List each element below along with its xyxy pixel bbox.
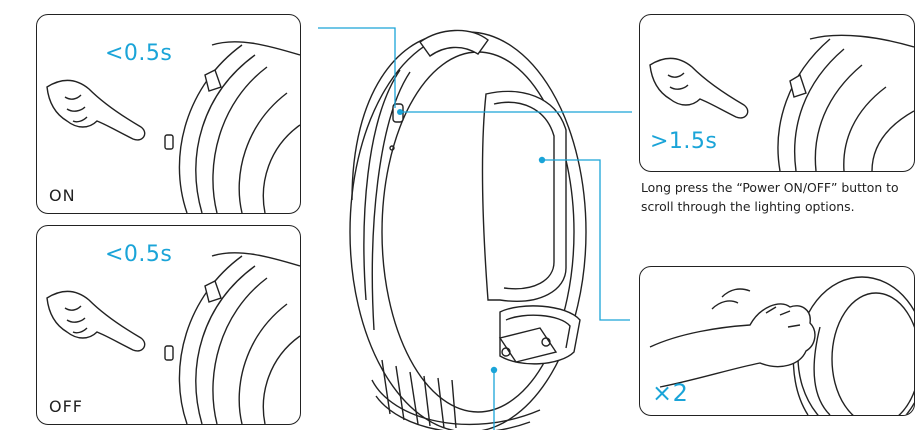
long-press-panel: >1.5s: [639, 14, 915, 172]
state-label-on: ON: [49, 186, 76, 205]
power-on-panel: <0.5s ON: [36, 14, 301, 214]
timing-label: <0.5s: [105, 242, 173, 267]
double-tap-panel: ×2: [639, 266, 915, 416]
power-off-panel: <0.5s OFF: [36, 225, 301, 425]
hand-tap-illustration: [649, 276, 914, 415]
state-label-off: OFF: [49, 397, 83, 416]
hand-press-illustration: [649, 34, 914, 171]
tap-count-label: ×2: [652, 379, 689, 407]
timing-label: <0.5s: [105, 41, 173, 66]
hand-press-illustration: [46, 252, 300, 424]
hand-press-illustration: [46, 41, 300, 213]
instruction-caption: Long press the “Power ON/OFF” button to …: [641, 180, 899, 214]
timing-label: >1.5s: [650, 129, 718, 154]
